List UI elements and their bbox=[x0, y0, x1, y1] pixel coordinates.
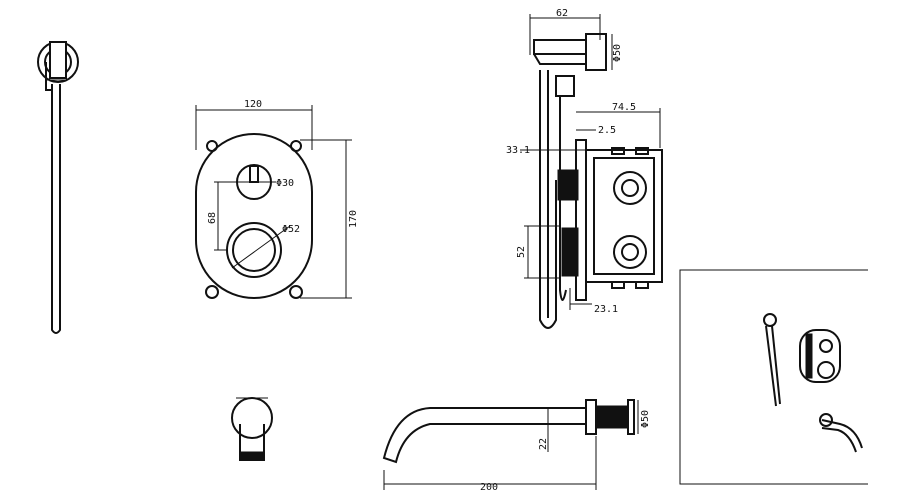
plate-height-label: 170 bbox=[348, 210, 359, 228]
plate-offset-label: 2.5 bbox=[598, 125, 616, 136]
rail-side-view bbox=[37, 41, 79, 334]
mixer-front-view: 120 170 Φ30 Φ52 68 bbox=[195, 99, 359, 299]
handle-spacing-label: 68 bbox=[207, 212, 218, 224]
knob-side bbox=[557, 169, 579, 201]
cover-plate bbox=[195, 133, 313, 299]
large-knob-dia-label: Φ52 bbox=[282, 224, 300, 235]
spout-end-view bbox=[231, 397, 273, 461]
inlet-offset-label: 33.1 bbox=[506, 145, 530, 156]
spout-plate-dia-label: Φ50 bbox=[640, 410, 651, 428]
holder-dia-label: Φ50 bbox=[612, 44, 623, 62]
plate-width-label: 120 bbox=[244, 99, 262, 110]
spout-length-label: 200 bbox=[480, 482, 498, 493]
perspective-inset bbox=[679, 269, 868, 485]
small-knob-dia-label: Φ30 bbox=[276, 178, 294, 189]
spout-profile: 22 Φ50 200 bbox=[382, 399, 651, 493]
body-depth-label: 74.5 bbox=[612, 102, 636, 113]
large-knob bbox=[226, 222, 282, 278]
holder-width-label: 62 bbox=[556, 8, 568, 19]
knob-height-label: 52 bbox=[516, 246, 527, 258]
spout-thickness-label: 22 bbox=[538, 438, 549, 450]
bottom-offset-label: 23.1 bbox=[594, 304, 618, 315]
side-section-view: 62 Φ50 74.5 2.5 33.1 bbox=[506, 8, 663, 329]
knob-side-large bbox=[561, 227, 579, 277]
